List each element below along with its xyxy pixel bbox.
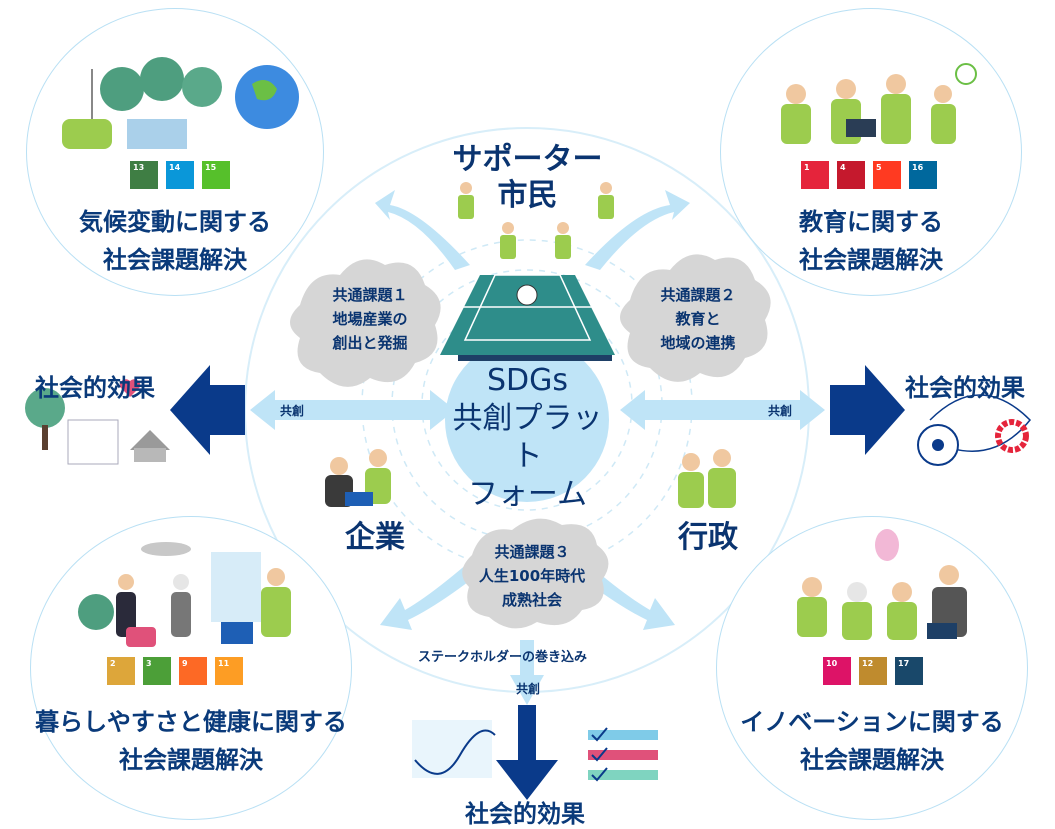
sdg-16-icon: 16 bbox=[909, 161, 937, 189]
sdg-2-icon: 2 bbox=[107, 657, 135, 685]
bottom-effect-illustration bbox=[412, 720, 658, 782]
issue-2-line1: 共通課題２ bbox=[660, 286, 736, 304]
sdg-11-icon: 11 bbox=[215, 657, 243, 685]
government-people bbox=[678, 449, 736, 508]
innovation-sdg-icons: 10 12 17 bbox=[823, 657, 923, 685]
sdg-10-icon: 10 bbox=[823, 657, 851, 685]
cocreation-right-label: 共創 bbox=[768, 404, 793, 418]
soccer-ball bbox=[516, 284, 538, 306]
innovation-title: イノベーションに関する 社会課題解決 bbox=[717, 703, 1027, 779]
issue-3-line3: 成熟社会 bbox=[501, 591, 562, 609]
climate-title-line1: 気候変動に関する bbox=[79, 208, 271, 236]
company-people bbox=[325, 449, 391, 507]
living-title: 暮らしやすさと健康に関する 社会課題解決 bbox=[31, 703, 351, 779]
living-circle: 2 3 9 11 暮らしやすさと健康に関する 社会課題解決 bbox=[30, 516, 352, 820]
living-title-line1: 暮らしやすさと健康に関する bbox=[35, 708, 347, 736]
arrow-top-left bbox=[375, 190, 470, 270]
climate-title-line2: 社会課題解決 bbox=[103, 246, 247, 274]
innovation-title-line2: 社会課題解決 bbox=[800, 746, 944, 774]
innovation-circle: 10 12 17 イノベーションに関する 社会課題解決 bbox=[716, 516, 1028, 820]
living-illustration bbox=[78, 542, 291, 647]
arrow-top-right bbox=[585, 190, 690, 270]
left-effect-illustration bbox=[25, 379, 170, 465]
effect-arrow-right bbox=[830, 365, 905, 455]
education-circle: 1 4 5 16 教育に関する 社会課題解決 bbox=[720, 8, 1022, 296]
sdg-13-icon: 13 bbox=[130, 161, 158, 189]
right-effect-label: 社会的効果 bbox=[905, 374, 1025, 402]
soccer-field bbox=[440, 275, 615, 355]
issue-2-line2: 教育と bbox=[675, 310, 721, 328]
sdg-1-icon: 1 bbox=[801, 161, 829, 189]
innovation-title-line1: イノベーションに関する bbox=[740, 708, 1004, 736]
cloud-issue-1 bbox=[290, 259, 441, 387]
arrow-down-cocreation bbox=[510, 640, 544, 705]
living-title-line2: 社会課題解決 bbox=[119, 746, 263, 774]
climate-title: 気候変動に関する 社会課題解決 bbox=[27, 203, 323, 279]
cloud-issue-2 bbox=[620, 254, 771, 382]
cloud-issue-3 bbox=[462, 518, 609, 629]
platform-label-line1: SDGs bbox=[486, 363, 569, 398]
issue-1-text: 共通課題１ 地場産業の 創出と発掘 bbox=[300, 283, 440, 355]
education-title: 教育に関する 社会課題解決 bbox=[721, 203, 1021, 279]
government-label: 行政 bbox=[678, 520, 738, 555]
education-title-line1: 教育に関する bbox=[799, 208, 943, 236]
company-label: 企業 bbox=[345, 520, 405, 555]
issue-2-text: 共通課題２ 教育と 地域の連携 bbox=[628, 283, 768, 355]
arrow-left-cocreation bbox=[250, 390, 455, 430]
platform-label-line3: フォーム bbox=[467, 477, 588, 512]
education-sdg-icons: 1 4 5 16 bbox=[801, 161, 937, 189]
sdg-4-icon: 4 bbox=[837, 161, 865, 189]
effect-arrow-left bbox=[170, 365, 245, 455]
sdg-14-icon: 14 bbox=[166, 161, 194, 189]
stakeholder-caption: ステークホルダーの巻き込み bbox=[418, 650, 588, 665]
supporter-figures bbox=[458, 195, 614, 259]
climate-circle: 13 14 15 気候変動に関する 社会課題解決 bbox=[26, 8, 324, 296]
platform-label: SDGs 共創プラット フォーム bbox=[445, 362, 610, 514]
platform-label-line2: 共創プラット bbox=[452, 401, 603, 474]
education-illustration bbox=[781, 63, 977, 144]
cocreation-left-label: 共創 bbox=[280, 404, 305, 418]
living-sdg-icons: 2 3 9 11 bbox=[107, 657, 243, 685]
sdg-17-icon: 17 bbox=[895, 657, 923, 685]
right-effect-illustration bbox=[917, 394, 1032, 466]
education-title-line2: 社会課題解決 bbox=[799, 246, 943, 274]
bottom-effect-label: 社会的効果 bbox=[465, 800, 585, 828]
sdg-12-icon: 12 bbox=[859, 657, 887, 685]
issue-3-line2: 人生100年時代 bbox=[478, 567, 586, 585]
issue-1-line2: 地場産業の bbox=[332, 310, 408, 328]
sdg-3-icon: 3 bbox=[143, 657, 171, 685]
issue-1-line3: 創出と発掘 bbox=[332, 334, 408, 352]
effect-arrow-bottom bbox=[496, 705, 558, 800]
innovation-illustration bbox=[797, 529, 967, 640]
issue-3-line1: 共通課題３ bbox=[494, 543, 570, 561]
sdg-9-icon: 9 bbox=[179, 657, 207, 685]
supporter-label: サポーター 市民 bbox=[440, 142, 615, 214]
supporter-label-line1: サポーター bbox=[452, 142, 603, 177]
arrow-right-cocreation bbox=[620, 390, 825, 430]
issue-1-line1: 共通課題１ bbox=[332, 286, 408, 304]
issue-3-text: 共通課題３ 人生100年時代 成熟社会 bbox=[462, 540, 602, 612]
climate-sdg-icons: 13 14 15 bbox=[130, 161, 230, 189]
sdg-5-icon: 5 bbox=[873, 161, 901, 189]
platform-circle bbox=[445, 338, 609, 502]
supporter-label-line2: 市民 bbox=[497, 178, 558, 213]
climate-illustration bbox=[62, 57, 299, 149]
cocreation-bottom-label: 共創 bbox=[516, 682, 541, 696]
issue-2-line3: 地域の連携 bbox=[660, 334, 736, 352]
left-effect-label: 社会的効果 bbox=[35, 374, 155, 402]
sdg-15-icon: 15 bbox=[202, 161, 230, 189]
